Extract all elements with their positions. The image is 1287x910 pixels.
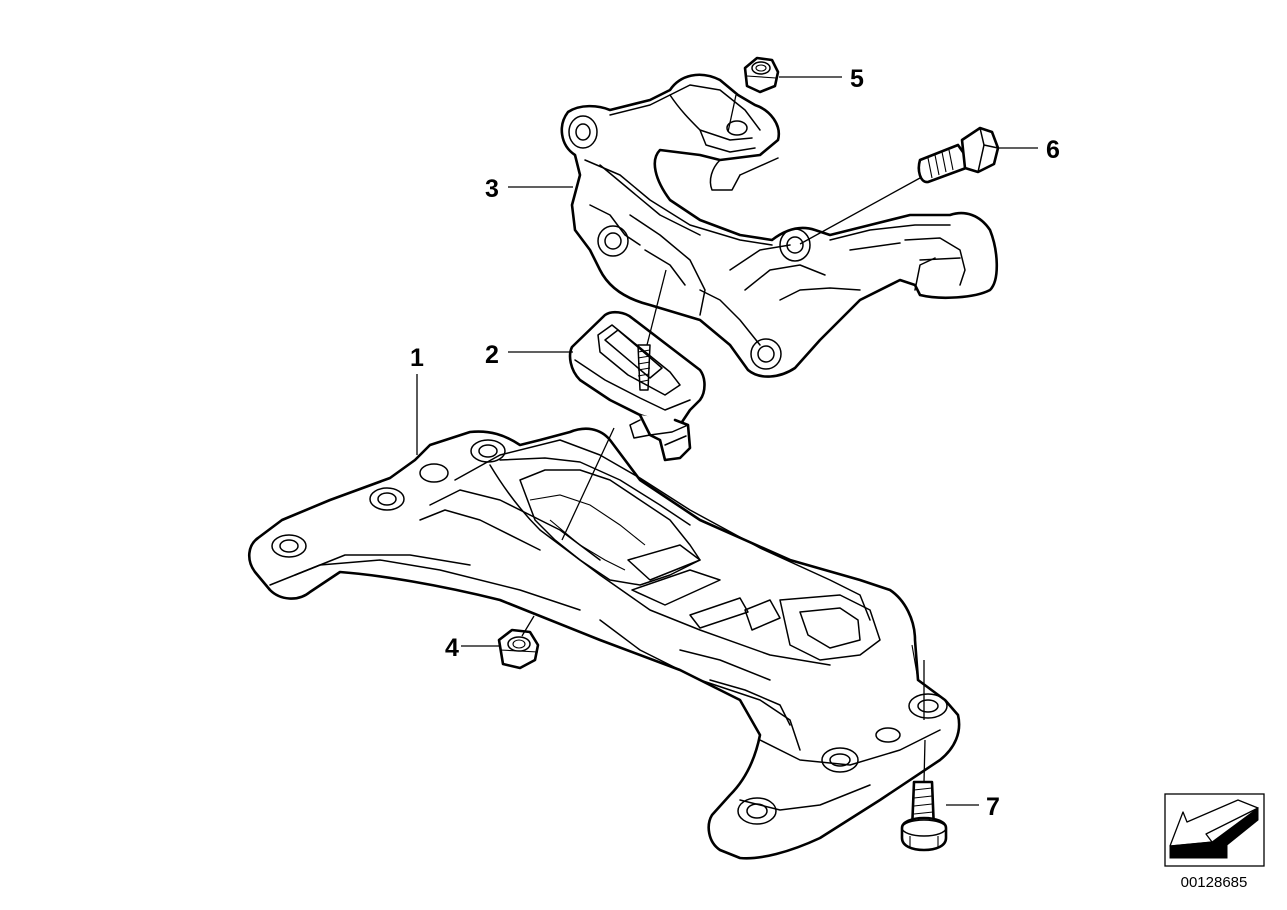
- mounting-hole: [568, 115, 598, 149]
- mounting-hole: [369, 487, 405, 511]
- bolt-lower[interactable]: [900, 780, 948, 852]
- mounting-hole: [737, 797, 777, 825]
- bolt-right[interactable]: [917, 126, 1000, 184]
- mounting-hole: [597, 225, 629, 257]
- support-frame[interactable]: [248, 427, 961, 860]
- callout-4: 4: [445, 634, 459, 662]
- nut-lower[interactable]: [497, 628, 540, 670]
- leader-lines: [416, 76, 1038, 806]
- mounting-hole: [470, 439, 506, 463]
- mounting-hole: [821, 747, 859, 773]
- mounting-hole: [271, 534, 307, 558]
- callout-3: 3: [485, 175, 499, 203]
- callout-7: 7: [986, 793, 1000, 821]
- stud-slot: [726, 120, 748, 136]
- nut-top[interactable]: [743, 56, 780, 94]
- mounting-hole: [419, 463, 449, 483]
- transmission-bracket[interactable]: [560, 73, 999, 378]
- callout-1: 1: [410, 344, 424, 372]
- callout-6: 6: [1046, 136, 1060, 164]
- mounting-hole: [750, 338, 782, 370]
- mounting-hole: [908, 693, 948, 719]
- mounting-hole: [875, 727, 901, 743]
- document-number: 00128685: [1181, 874, 1248, 891]
- mounting-hole: [779, 228, 811, 262]
- rubber-mount[interactable]: [568, 310, 706, 462]
- callout-5: 5: [850, 65, 864, 93]
- direction-arrow-icon: [1164, 793, 1265, 867]
- callout-2: 2: [485, 341, 499, 369]
